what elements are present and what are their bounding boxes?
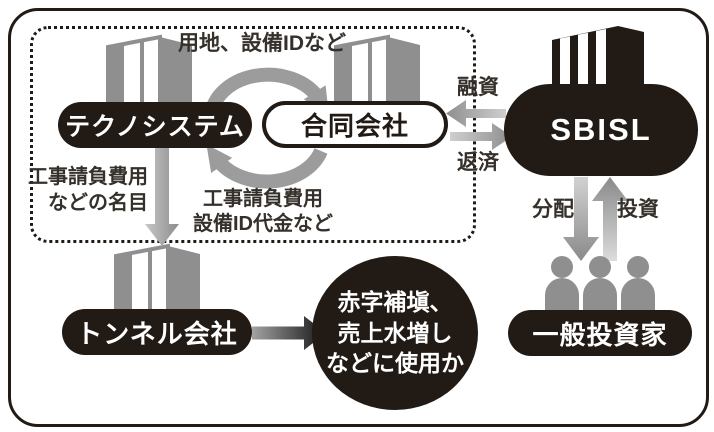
label-construction-fee-pretext-line1: 工事請負費用	[28, 166, 148, 188]
label-repayment: 返済	[457, 151, 499, 174]
arrow-left-loan-icon	[446, 100, 506, 127]
usage-circle-line2: 売上水増し	[337, 319, 453, 346]
node-sbisl-label: SBISL	[550, 112, 652, 147]
label-loan: 融資	[457, 76, 499, 99]
node-techno-system-label: テクノシステム	[65, 113, 245, 141]
node-tunnel-company: トンネル会社	[62, 309, 252, 355]
label-construction-fee-payment: 工事請負費用 設備ID代金など	[183, 187, 343, 237]
arrow-right-repay-icon	[450, 123, 512, 150]
arrow-right-icon	[252, 316, 326, 350]
node-tunnel-company-label: トンネル会社	[76, 318, 238, 349]
label-investment: 投資	[617, 198, 659, 221]
label-land-equipment: 用地、設備IDなど	[178, 32, 346, 55]
usage-circle-line1: 赤字補塡、	[337, 289, 453, 316]
investors-people-icon	[545, 256, 655, 310]
arrow-up-investment-icon	[592, 177, 628, 261]
node-general-investors: 一般投資家	[508, 310, 692, 356]
building-icon	[114, 243, 200, 314]
building-icon-black	[552, 26, 644, 88]
node-sbisl: SBISL	[504, 84, 698, 176]
outer-border	[8, 8, 709, 427]
arrow-down-distribution-icon	[563, 177, 599, 261]
label-construction-fee-pretext: 工事請負費用 などの名目	[26, 164, 148, 216]
building-icon	[106, 34, 192, 105]
label-distribution: 分配	[532, 198, 574, 221]
node-godo-kaisha: 合同会社	[262, 101, 448, 148]
node-godo-kaisha-label: 合同会社	[300, 111, 409, 141]
node-techno-system: テクノシステム	[58, 102, 252, 148]
usage-circle: 赤字補塡、 売上水増し などに使用か	[312, 256, 478, 410]
node-general-investors-label: 一般投資家	[532, 319, 668, 350]
arrow-down-icon	[145, 146, 179, 246]
label-construction-fee-pretext-line2: などの名目	[48, 192, 148, 214]
label-construction-fee-payment-line1: 工事請負費用	[203, 188, 323, 210]
label-construction-fee-payment-line2: 設備ID代金など	[193, 213, 333, 235]
building-icon	[334, 34, 420, 105]
usage-circle-line3: などに使用か	[326, 350, 464, 377]
